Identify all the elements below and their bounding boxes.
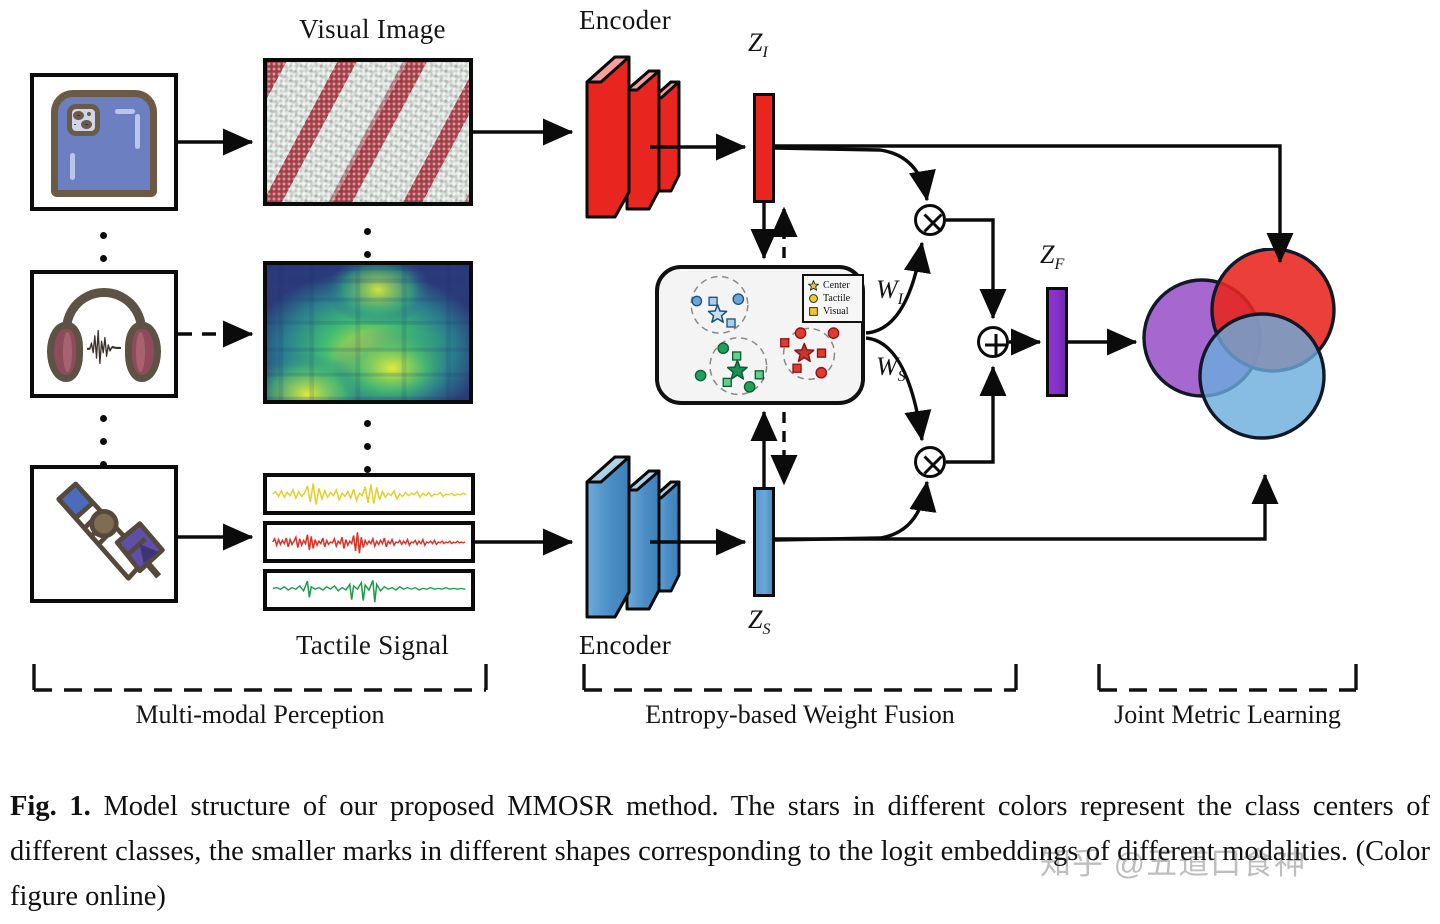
wire-zi-to-venn-red [775, 144, 1294, 264]
bracket-entropy-based-weight-fusion [580, 660, 1020, 696]
multiply-operator-top [914, 204, 946, 236]
z-image-bar [753, 93, 775, 203]
w-signal-subscript: S [897, 368, 906, 386]
circle-icon [809, 294, 818, 303]
legend-item-center: Center [808, 279, 857, 292]
title-visual-image: Visual Image [299, 14, 446, 44]
z-image-symbol: Z [748, 28, 763, 57]
green-center-star [726, 359, 748, 380]
camera-lens-icon [73, 110, 84, 120]
legend-label-visual: Visual [823, 305, 849, 317]
tactile-signal-red [263, 521, 475, 563]
green-cluster [694, 342, 764, 393]
waveform-green [272, 580, 466, 603]
phone-highlight [115, 109, 136, 115]
blue-cluster-ring [690, 275, 749, 334]
waveform-yellow [272, 483, 467, 505]
ellipsis-panels-lower [364, 420, 371, 489]
section-label-joint-metric-learning: Joint Metric Learning [1114, 700, 1341, 729]
tactile-signal-green [263, 569, 475, 611]
z-image-label: ZI [748, 28, 768, 62]
caption-text: Model structure of our proposed MMOSR me… [10, 791, 1431, 912]
spectrogram-canvas [267, 265, 469, 400]
multiply-operator-bottom [914, 446, 946, 478]
section-label-entropy-based-weight-fusion: Entropy-based Weight Fusion [645, 700, 955, 729]
headphone-earcup [125, 322, 162, 382]
w-image-subscript: I [897, 291, 904, 309]
caption-prefix: Fig. 1. [10, 791, 91, 822]
cluster-scatter-plot [690, 275, 840, 396]
haptic-sensor-icon [56, 481, 165, 581]
bracket-multi-modal-perception [30, 660, 490, 696]
z-fused-label: ZF [1040, 240, 1064, 274]
title-tactile-signal: Tactile Signal [295, 630, 450, 660]
title-encoder-top: Encoder [578, 5, 672, 35]
blue-center-star [707, 304, 728, 323]
square-icon [809, 307, 818, 316]
tactile-signal-yellow [263, 473, 475, 515]
section-label-multi-modal-perception: Multi-modal Perception [135, 700, 385, 729]
red-cluster [780, 327, 840, 379]
z-signal-subscript: S [762, 621, 771, 639]
z-signal-label: ZS [748, 605, 771, 639]
green-cluster-ring [709, 337, 768, 396]
tactile-encoder-block [575, 455, 695, 620]
wire-multiply-top-to-add [946, 218, 1007, 320]
w-signal-label: WS [876, 352, 906, 386]
z-fused-bar [1046, 287, 1068, 397]
figure-caption: Fig. 1. Model structure of our proposed … [10, 784, 1430, 919]
camera-lens-icon [81, 119, 92, 129]
headphone-band [62, 288, 146, 355]
star-icon [808, 280, 819, 291]
z-fused-symbol: Z [1040, 240, 1055, 269]
z-signal-bar [753, 487, 775, 597]
phone-thumbnail [30, 73, 178, 211]
bracket-joint-metric-learning [1095, 660, 1360, 696]
joint-metric-venn [1140, 247, 1350, 443]
wire-zs-to-multiply-bottom [774, 480, 937, 542]
add-operator [977, 326, 1009, 358]
phone-highlight [69, 152, 75, 181]
z-signal-symbol: Z [748, 605, 763, 634]
camera-sensor-icon [73, 123, 76, 126]
title-encoder-bottom: Encoder [578, 630, 672, 660]
tactile-sensor-thumbnail [30, 465, 178, 603]
z-image-subscript: I [762, 44, 768, 62]
headphone-earcup [46, 322, 83, 382]
w-image-label: WI [876, 275, 903, 309]
red-center-star [794, 342, 815, 363]
audio-waveform-icon [87, 329, 121, 365]
wire-multiply-bottom-to-add [946, 365, 1007, 464]
blue-cluster [691, 293, 745, 328]
w-image-symbol: W [876, 275, 898, 304]
red-cluster-ring [782, 327, 836, 381]
w-signal-symbol: W [876, 352, 898, 381]
blue-circle [1198, 312, 1326, 440]
camera-flash-icon [87, 111, 92, 116]
wire-zs-to-venn-blue [775, 473, 1279, 541]
phone-highlight [135, 113, 141, 149]
embedding-cluster-panel: Center Tactile Visual [655, 265, 865, 405]
legend-item-tactile: Tactile [808, 292, 857, 305]
legend-item-visual: Visual [808, 305, 857, 318]
smartphone-icon [50, 90, 158, 197]
wire-zi-to-multiply-top [774, 146, 936, 202]
legend-label-tactile: Tactile [823, 292, 851, 304]
headphones-thumbnail [30, 270, 178, 398]
visual-encoder-block [575, 55, 695, 220]
waveform-red [272, 532, 466, 554]
phone-camera-module [67, 104, 101, 136]
z-fused-subscript: F [1054, 256, 1065, 274]
visual-texture-image [263, 58, 473, 206]
headphones-icon [34, 274, 174, 394]
cluster-legend: Center Tactile Visual [802, 274, 864, 323]
audio-spectrogram-image [263, 261, 473, 404]
ellipsis-left-lower [100, 415, 107, 484]
legend-label-center: Center [823, 279, 850, 291]
